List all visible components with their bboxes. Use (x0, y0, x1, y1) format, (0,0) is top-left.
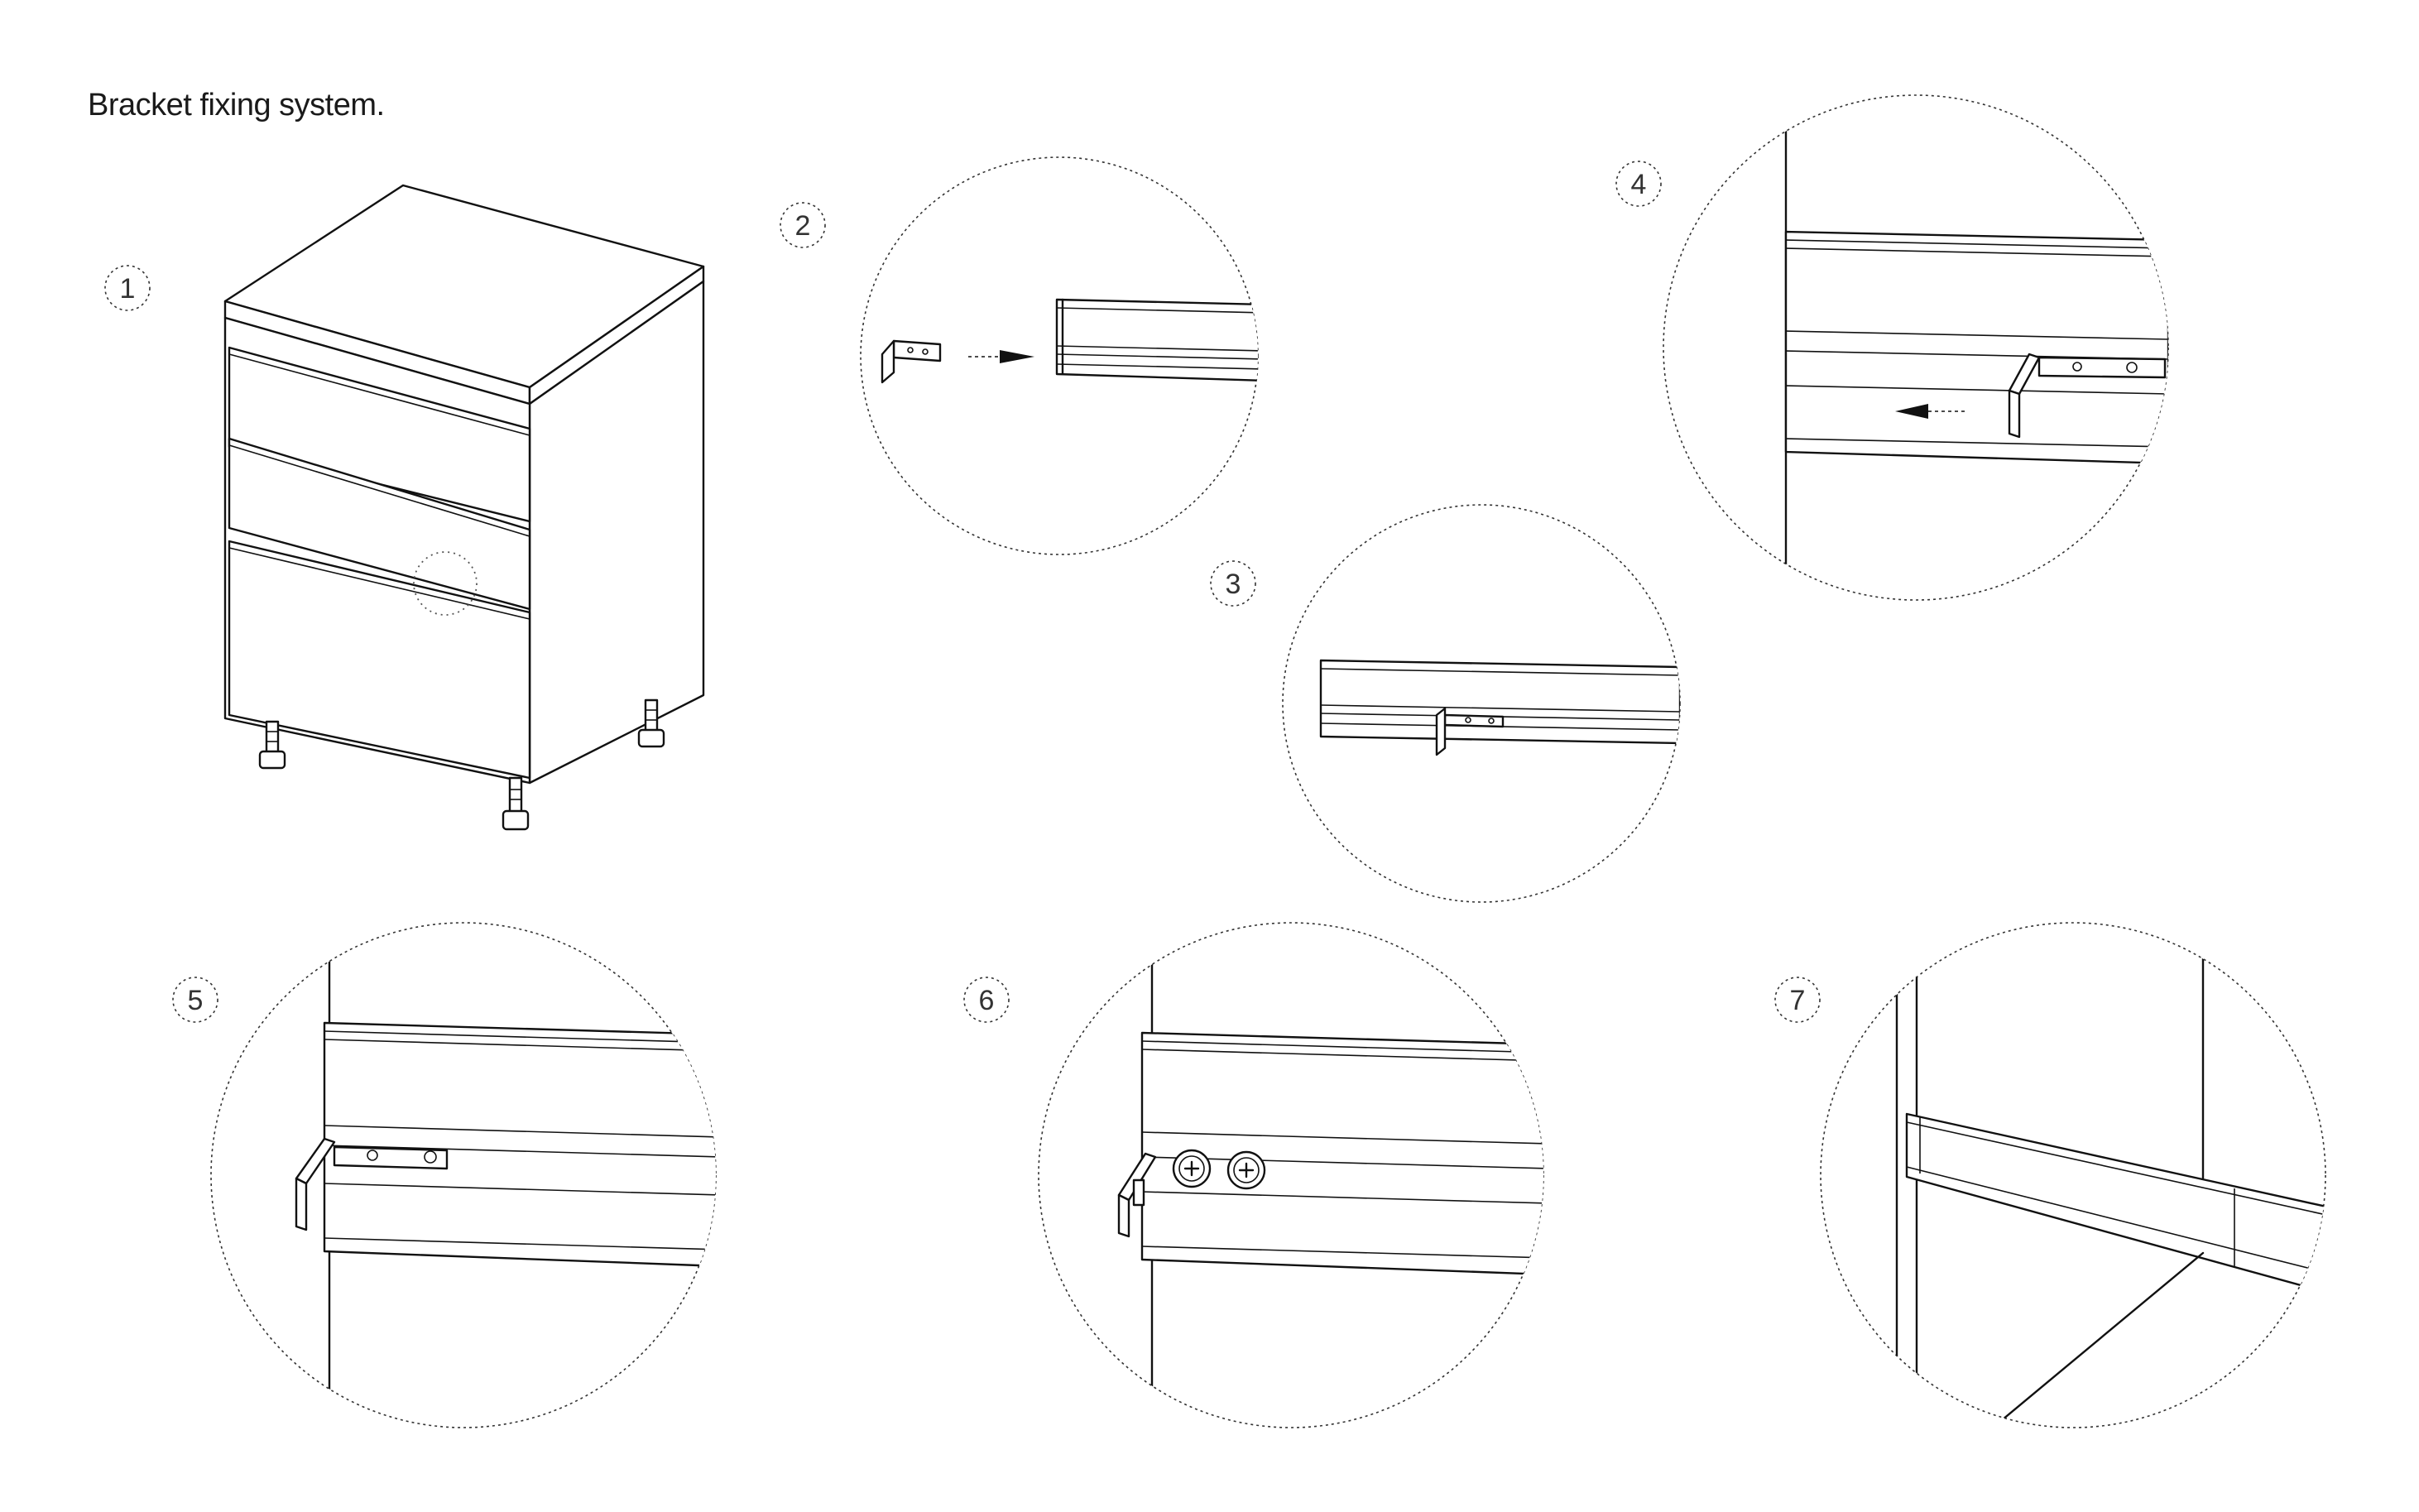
bracket-icon (881, 339, 942, 384)
step-2-insert-bracket: 2 (780, 156, 1259, 555)
step-3-label: 3 (1226, 569, 1241, 600)
arrow-right-icon (968, 350, 1034, 363)
step-1-cabinet: 1 (104, 184, 705, 831)
bracket-icon (1117, 1152, 1157, 1238)
arrow-left-icon (1895, 404, 1965, 419)
screw-icon (1226, 1150, 1266, 1190)
step-3-bracket-in-rail: 3 (1210, 504, 1681, 903)
bracket-icon (295, 1137, 449, 1231)
step-7-badge: 7 (1774, 977, 1821, 1023)
step-4-slide-bracket: 4 (1615, 94, 2169, 601)
step-7-rail-fitted: 7 (1774, 922, 2326, 1428)
step-5-badge: 5 (172, 977, 218, 1023)
step-6-screw-bracket: 6 (963, 922, 1544, 1428)
step-2-label: 2 (795, 210, 811, 242)
page-title: Bracket fixing system. (88, 88, 385, 122)
screw-icon (1172, 1149, 1212, 1188)
step-4-badge: 4 (1615, 161, 1662, 207)
zoom-marker (413, 551, 478, 616)
step-2-badge: 2 (780, 202, 826, 248)
step-7-label: 7 (1790, 985, 1806, 1016)
step-3-badge: 3 (1210, 560, 1256, 607)
step-1-label: 1 (120, 273, 136, 305)
step-1-badge: 1 (104, 265, 151, 311)
bracket-icon (2008, 353, 2167, 439)
step-6-badge: 6 (963, 977, 1010, 1023)
step-4-label: 4 (1631, 169, 1647, 200)
step-5-bracket-positioned: 5 (172, 922, 717, 1428)
step-6-label: 6 (979, 985, 995, 1016)
step-5-label: 5 (188, 985, 204, 1016)
bracket-icon (1435, 707, 1505, 756)
cabinet-legs (258, 698, 665, 831)
